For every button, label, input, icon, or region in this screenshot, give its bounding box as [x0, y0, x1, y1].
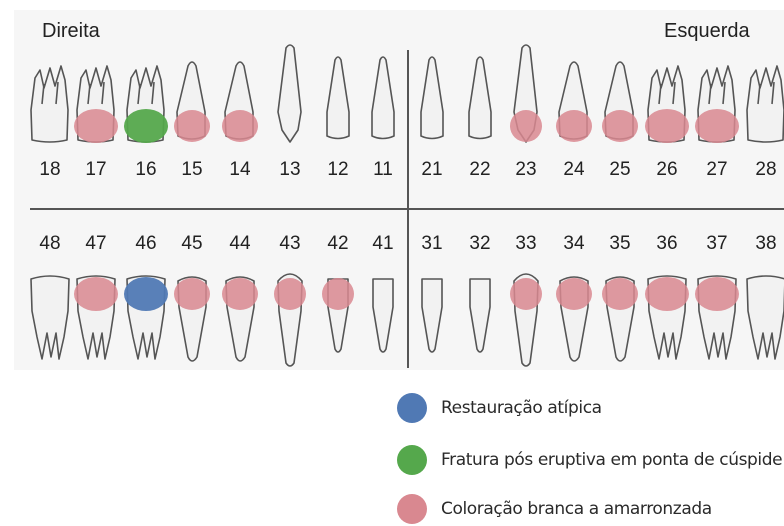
legend-item-restoration: Restauração atípica	[397, 393, 602, 423]
tooth-number-44: 44	[229, 233, 251, 254]
tooth-18	[30, 65, 69, 143]
root-line	[658, 81, 676, 105]
mark-pink	[602, 278, 638, 310]
mark-pink	[222, 278, 258, 310]
teeth-drawing	[30, 44, 784, 367]
tooth-outline	[469, 278, 491, 353]
tooth-number-33: 33	[515, 233, 537, 254]
root-line	[87, 81, 105, 105]
mark-pink	[510, 278, 542, 310]
tooth-number-18: 18	[39, 159, 61, 180]
tooth-outline	[277, 44, 302, 143]
tooth-outline	[326, 56, 350, 140]
legend-dot-pink	[397, 494, 427, 524]
tooth-outline	[371, 56, 395, 140]
tooth-28	[746, 65, 784, 143]
tooth-number-12: 12	[327, 159, 349, 180]
tooth-number-43: 43	[279, 233, 301, 254]
tooth-outline	[421, 278, 443, 353]
tooth-31	[421, 278, 443, 353]
tooth-number-11: 11	[373, 159, 393, 180]
tooth-number-14: 14	[229, 159, 251, 180]
tooth-22	[468, 56, 492, 140]
root-line	[41, 81, 59, 105]
tooth-number-36: 36	[656, 233, 678, 254]
tooth-outline	[420, 56, 444, 140]
tooth-number-42: 42	[327, 233, 349, 254]
root-line	[708, 81, 726, 105]
mark-pink	[695, 277, 739, 311]
tooth-number-28: 28	[755, 159, 777, 180]
tooth-41	[372, 278, 394, 353]
tooth-number-26: 26	[656, 159, 678, 180]
tooth-number-21: 21	[421, 159, 443, 180]
mark-pink	[74, 277, 118, 311]
root-line	[137, 81, 155, 105]
tooth-number-31: 31	[421, 233, 443, 254]
tooth-outline	[746, 65, 784, 143]
tooth-number-16: 16	[135, 159, 157, 180]
mark-pink	[556, 278, 592, 310]
tooth-number-48: 48	[39, 233, 61, 254]
mark-pink	[174, 278, 210, 310]
mark-pink	[645, 109, 689, 143]
tooth-48	[30, 275, 70, 360]
legend-label: Fratura pós eruptiva em ponta de cúspide	[441, 450, 783, 470]
mark-pink	[274, 278, 306, 310]
tooth-number-13: 13	[279, 159, 301, 180]
tooth-number-17: 17	[85, 159, 107, 180]
legend-item-coloration: Coloração branca a amarronzada	[397, 494, 712, 524]
tooth-12	[326, 56, 350, 140]
legend-dot-blue	[397, 393, 427, 423]
tooth-number-38: 38	[755, 233, 777, 254]
tooth-outline	[30, 275, 70, 360]
tooth-32	[469, 278, 491, 353]
tooth-outline	[372, 278, 394, 353]
tooth-number-37: 37	[706, 233, 728, 254]
tooth-number-24: 24	[563, 159, 585, 180]
tooth-number-25: 25	[609, 159, 631, 180]
mark-green	[124, 109, 168, 143]
tooth-number-15: 15	[181, 159, 203, 180]
right-side-label: Direita	[42, 20, 100, 42]
vertical-divider	[407, 50, 409, 368]
mark-pink	[74, 109, 118, 143]
root-line	[757, 81, 775, 105]
mark-pink	[322, 278, 354, 310]
tooth-number-27: 27	[706, 159, 728, 180]
mark-pink	[556, 110, 592, 142]
tooth-number-32: 32	[469, 233, 491, 254]
tooth-number-41: 41	[372, 233, 394, 254]
mark-pink	[645, 277, 689, 311]
mark-pink	[602, 110, 638, 142]
tooth-38	[746, 275, 784, 360]
tooth-number-35: 35	[609, 233, 631, 254]
tooth-number-45: 45	[181, 233, 203, 254]
tooth-outline	[30, 65, 69, 143]
tooth-outline	[746, 275, 784, 360]
tooth-number-46: 46	[135, 233, 157, 254]
tooth-outline	[468, 56, 492, 140]
mark-pink	[174, 110, 210, 142]
legend-label: Restauração atípica	[441, 398, 602, 418]
legend-item-fracture: Fratura pós eruptiva em ponta de cúspide	[397, 445, 783, 475]
mark-pink	[510, 110, 542, 142]
tooth-number-34: 34	[563, 233, 585, 254]
legend-label: Coloração branca a amarronzada	[441, 499, 712, 519]
tooth-21	[420, 56, 444, 140]
mark-pink	[222, 110, 258, 142]
tooth-number-23: 23	[515, 159, 537, 180]
mark-pink	[695, 109, 739, 143]
tooth-number-47: 47	[85, 233, 107, 254]
legend-dot-green	[397, 445, 427, 475]
left-side-label: Esquerda	[664, 20, 750, 42]
tooth-number-22: 22	[469, 159, 491, 180]
mark-blue	[124, 277, 168, 311]
tooth-11	[371, 56, 395, 140]
tooth-13	[277, 44, 302, 143]
